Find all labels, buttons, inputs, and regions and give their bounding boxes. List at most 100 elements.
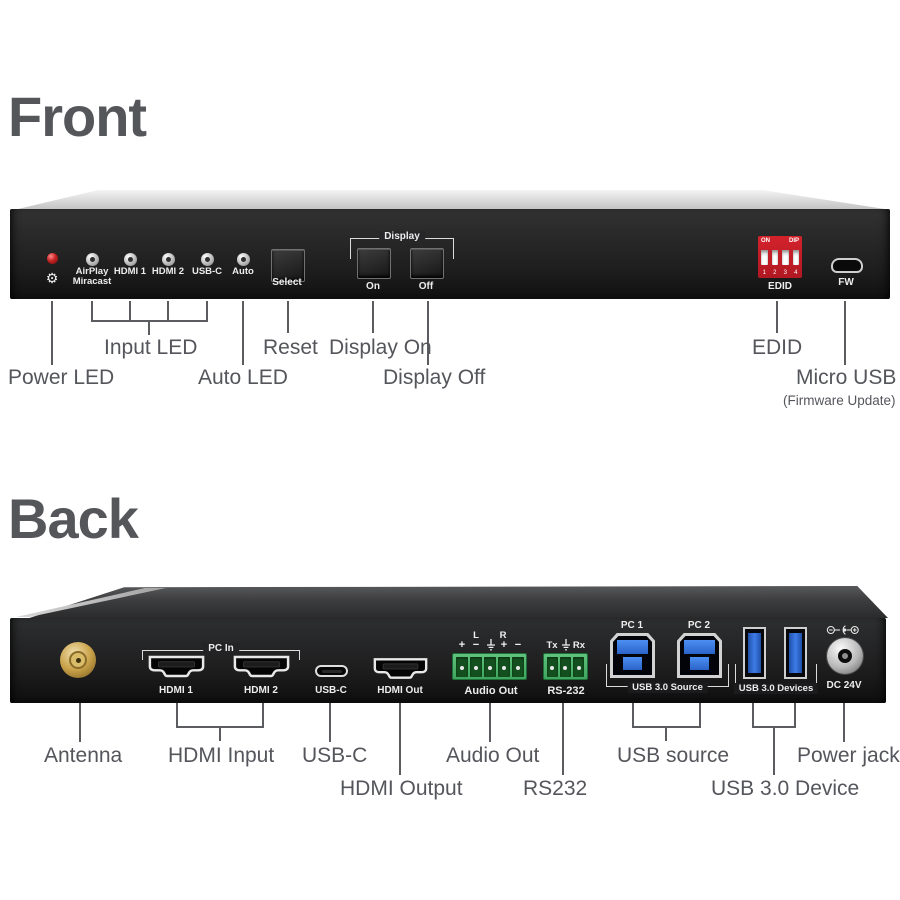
usb-c-port-icon xyxy=(315,665,348,677)
select-button-label: Select xyxy=(272,277,302,288)
display-on-callout: Display On xyxy=(329,336,432,359)
usb-source-callout-line-1 xyxy=(632,703,634,728)
antenna-connector xyxy=(60,642,96,678)
edid-callout-line xyxy=(776,301,778,333)
hdmi1-port-label: HDMI 1 xyxy=(159,685,193,696)
power-gear-icon: ⚙ xyxy=(45,271,59,287)
audio-plus2-label: + xyxy=(500,639,508,651)
usb-device-callout-bracket xyxy=(752,726,796,728)
airplay-led xyxy=(86,253,99,266)
audio-r-label: R xyxy=(499,630,507,641)
usb-source-callout-tick xyxy=(665,728,667,741)
firmware-note: (Firmware Update) xyxy=(783,393,896,408)
hdmi-input-callout-tick xyxy=(219,728,221,741)
usb-source-callout-bracket xyxy=(632,726,701,728)
usb-b-port-icon xyxy=(610,633,655,678)
edid-callout: EDID xyxy=(752,336,803,359)
ground-icon xyxy=(562,639,570,651)
dip-num-3: 3 xyxy=(783,270,787,276)
hdmi2-port-label: HDMI 2 xyxy=(244,685,278,696)
miracast-led-label: Miracast xyxy=(72,276,112,287)
hdmi-input-callout-line-2 xyxy=(262,703,264,728)
display-on-button-label: On xyxy=(366,281,380,292)
dip-num-2: 2 xyxy=(773,270,777,276)
pc-in-bracket: PC In xyxy=(142,643,300,660)
front-heading: Front xyxy=(8,85,147,148)
display-group-bracket: Display xyxy=(350,231,454,259)
audio-out-terminal-label: Audio Out xyxy=(464,685,518,697)
hdmi-out-port-label: HDMI Out xyxy=(377,685,423,696)
hdmi-out-port-icon xyxy=(373,658,428,679)
usb-source-label: USB 3.0 Source xyxy=(627,682,708,693)
auto-led-label: Auto xyxy=(232,266,254,277)
hdmi-input-callout-bracket xyxy=(176,726,264,728)
display-group-label: Display xyxy=(379,231,425,242)
hdmi1-led-label: HDMI 1 xyxy=(113,266,147,277)
back-chassis-top xyxy=(29,586,888,618)
usb-device-callout-line-1 xyxy=(752,703,754,728)
dip-num-4: 4 xyxy=(794,270,798,276)
input-led-callout-bracket xyxy=(91,320,208,322)
usb-a-port-icon xyxy=(784,627,807,679)
reset-callout-line xyxy=(287,301,289,333)
usb-source-callout: USB source xyxy=(617,744,730,767)
audio-out-callout: Audio Out xyxy=(446,744,540,767)
front-chassis-top xyxy=(17,190,885,209)
dip-num-1: 1 xyxy=(762,270,766,276)
pc-in-label: PC In xyxy=(203,643,239,654)
ground-icon xyxy=(487,639,495,651)
airplay-led-label: AirPlay xyxy=(75,266,109,277)
power-jack-callout: Power jack xyxy=(797,744,900,767)
usb-device-callout-tick xyxy=(773,728,775,775)
dip-switch-2 xyxy=(771,249,778,265)
display-on-callout-line xyxy=(372,301,374,333)
usb-a-port-icon xyxy=(743,627,766,679)
hdmi2-led-label: HDMI 2 xyxy=(151,266,185,277)
rs232-terminal-label: RS-232 xyxy=(547,685,585,697)
input-led-callout-line-4 xyxy=(206,301,208,322)
reset-callout: Reset xyxy=(263,336,318,359)
usb-b-port-icon xyxy=(677,633,722,678)
display-off-button xyxy=(410,248,444,279)
rs232-callout: RS232 xyxy=(523,777,588,800)
rs232-callout-line xyxy=(562,703,564,775)
auto-led-callout: Auto LED xyxy=(198,366,288,389)
power-led-callout-line xyxy=(51,301,53,365)
hdmi2-led xyxy=(162,253,175,266)
hdmi1-port-icon xyxy=(148,655,205,678)
usb-c-callout-line xyxy=(329,703,331,742)
polarity-icon xyxy=(826,625,859,635)
audio-minus1-label: − xyxy=(472,639,480,651)
rs232-terminal xyxy=(543,653,588,680)
usbc-led xyxy=(201,253,214,266)
usb-source-bracket: USB 3.0 Source xyxy=(606,664,729,693)
audio-plus1-label: + xyxy=(458,639,466,651)
dip-switch-1 xyxy=(761,249,768,265)
dc-jack-label: DC 24V xyxy=(826,680,862,691)
usb-devices-bracket: USB 3.0 Devices xyxy=(733,664,819,694)
tx-label: Tx xyxy=(546,640,558,651)
hdmi2-port-icon xyxy=(233,655,290,678)
auto-led-callout-line xyxy=(242,301,244,365)
audio-l-label: L xyxy=(473,630,479,641)
audio-out-terminal xyxy=(452,653,527,680)
audio-out-callout-line xyxy=(489,703,491,742)
pc2-label: PC 2 xyxy=(687,620,711,631)
edid-dip-switch: ON DIP 1 2 3 4 xyxy=(758,236,802,278)
fw-port-label: FW xyxy=(838,277,854,288)
dip-on-label: ON xyxy=(761,238,770,244)
dip-dip-label: DIP xyxy=(788,238,799,244)
rx-label: Rx xyxy=(572,640,586,651)
display-off-callout: Display Off xyxy=(383,366,486,389)
input-led-callout-line-2 xyxy=(129,301,131,322)
back-heading: Back xyxy=(8,487,139,550)
input-led-callout: Input LED xyxy=(104,336,198,359)
micro-usb-callout-line xyxy=(844,301,846,365)
edid-dip-label: EDID xyxy=(768,281,792,292)
usb-c-port-label: USB-C xyxy=(315,685,347,696)
input-led-callout-line-1 xyxy=(91,301,93,322)
pc1-label: PC 1 xyxy=(620,620,644,631)
micro-usb-port-icon xyxy=(831,258,863,273)
power-jack-callout-line xyxy=(843,703,845,742)
hdmi-input-callout: HDMI Input xyxy=(168,744,275,767)
